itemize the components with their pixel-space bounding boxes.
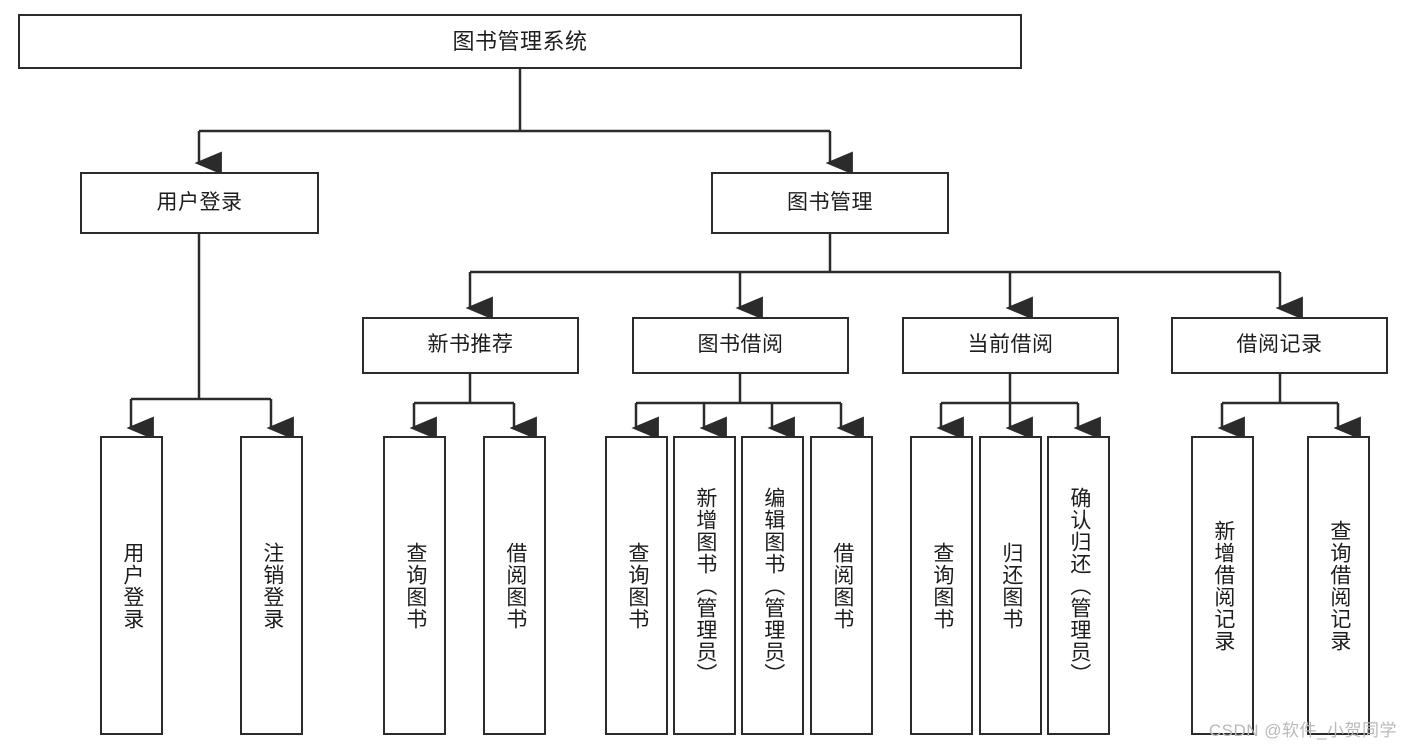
node-current-borrow[interactable]: 当前借阅	[902, 317, 1119, 374]
leaf-borrow-add-book-label: 新增图书（管理员）	[693, 486, 717, 685]
node-borrow-record-label: 借阅记录	[1236, 333, 1323, 357]
leaf-record-query-record[interactable]: 查询借阅记录	[1307, 436, 1370, 735]
node-current-borrow-label: 当前借阅	[967, 333, 1054, 357]
leaf-recommend-borrow-book[interactable]: 借阅图书	[483, 436, 546, 735]
leaf-recommend-query-book-label: 查询图书	[403, 541, 427, 630]
leaf-current-confirm-return[interactable]: 确认归还（管理员）	[1047, 436, 1110, 735]
leaf-borrow-edit-book-label: 编辑图书（管理员）	[761, 486, 785, 685]
leaf-borrow-query-book[interactable]: 查询图书	[605, 436, 668, 735]
watermark-text: CSDN @软件_小贺同学	[1208, 721, 1397, 740]
leaf-current-query-book[interactable]: 查询图书	[910, 436, 973, 735]
leaf-record-add-record-label: 新增借阅记录	[1211, 519, 1235, 652]
node-user-login-label: 用户登录	[156, 190, 243, 214]
leaf-borrow-query-book-label: 查询图书	[625, 541, 649, 630]
node-book-borrow[interactable]: 图书借阅	[632, 317, 849, 374]
leaf-user-login-logout[interactable]: 注销登录	[240, 436, 303, 735]
node-borrow-record[interactable]: 借阅记录	[1171, 317, 1388, 374]
leaf-recommend-borrow-book-label: 借阅图书	[503, 541, 527, 630]
node-root-label: 图书管理系统	[452, 28, 588, 54]
node-root[interactable]: 图书管理系统	[18, 14, 1022, 69]
node-book-management[interactable]: 图书管理	[711, 172, 949, 234]
node-book-borrow-label: 图书借阅	[697, 333, 784, 357]
leaf-recommend-query-book[interactable]: 查询图书	[383, 436, 446, 735]
leaf-user-login-logout-label: 注销登录	[260, 541, 284, 630]
leaf-user-login-login[interactable]: 用户登录	[100, 436, 163, 735]
node-new-book-recommend[interactable]: 新书推荐	[362, 317, 579, 374]
leaf-current-query-book-label: 查询图书	[930, 541, 954, 630]
leaf-borrow-borrow-book-label: 借阅图书	[830, 541, 854, 630]
leaf-borrow-add-book[interactable]: 新增图书（管理员）	[673, 436, 736, 735]
leaf-record-query-record-label: 查询借阅记录	[1327, 519, 1351, 652]
leaf-borrow-borrow-book[interactable]: 借阅图书	[810, 436, 873, 735]
leaf-current-return-book[interactable]: 归还图书	[979, 436, 1042, 735]
leaf-current-confirm-return-label: 确认归还（管理员）	[1067, 486, 1091, 685]
node-user-login[interactable]: 用户登录	[80, 172, 319, 234]
leaf-record-add-record[interactable]: 新增借阅记录	[1191, 436, 1254, 735]
leaf-current-return-book-label: 归还图书	[999, 541, 1023, 630]
leaf-user-login-login-label: 用户登录	[120, 541, 144, 630]
node-new-book-recommend-label: 新书推荐	[427, 333, 514, 357]
node-book-management-label: 图书管理	[787, 190, 873, 214]
leaf-borrow-edit-book[interactable]: 编辑图书（管理员）	[741, 436, 804, 735]
